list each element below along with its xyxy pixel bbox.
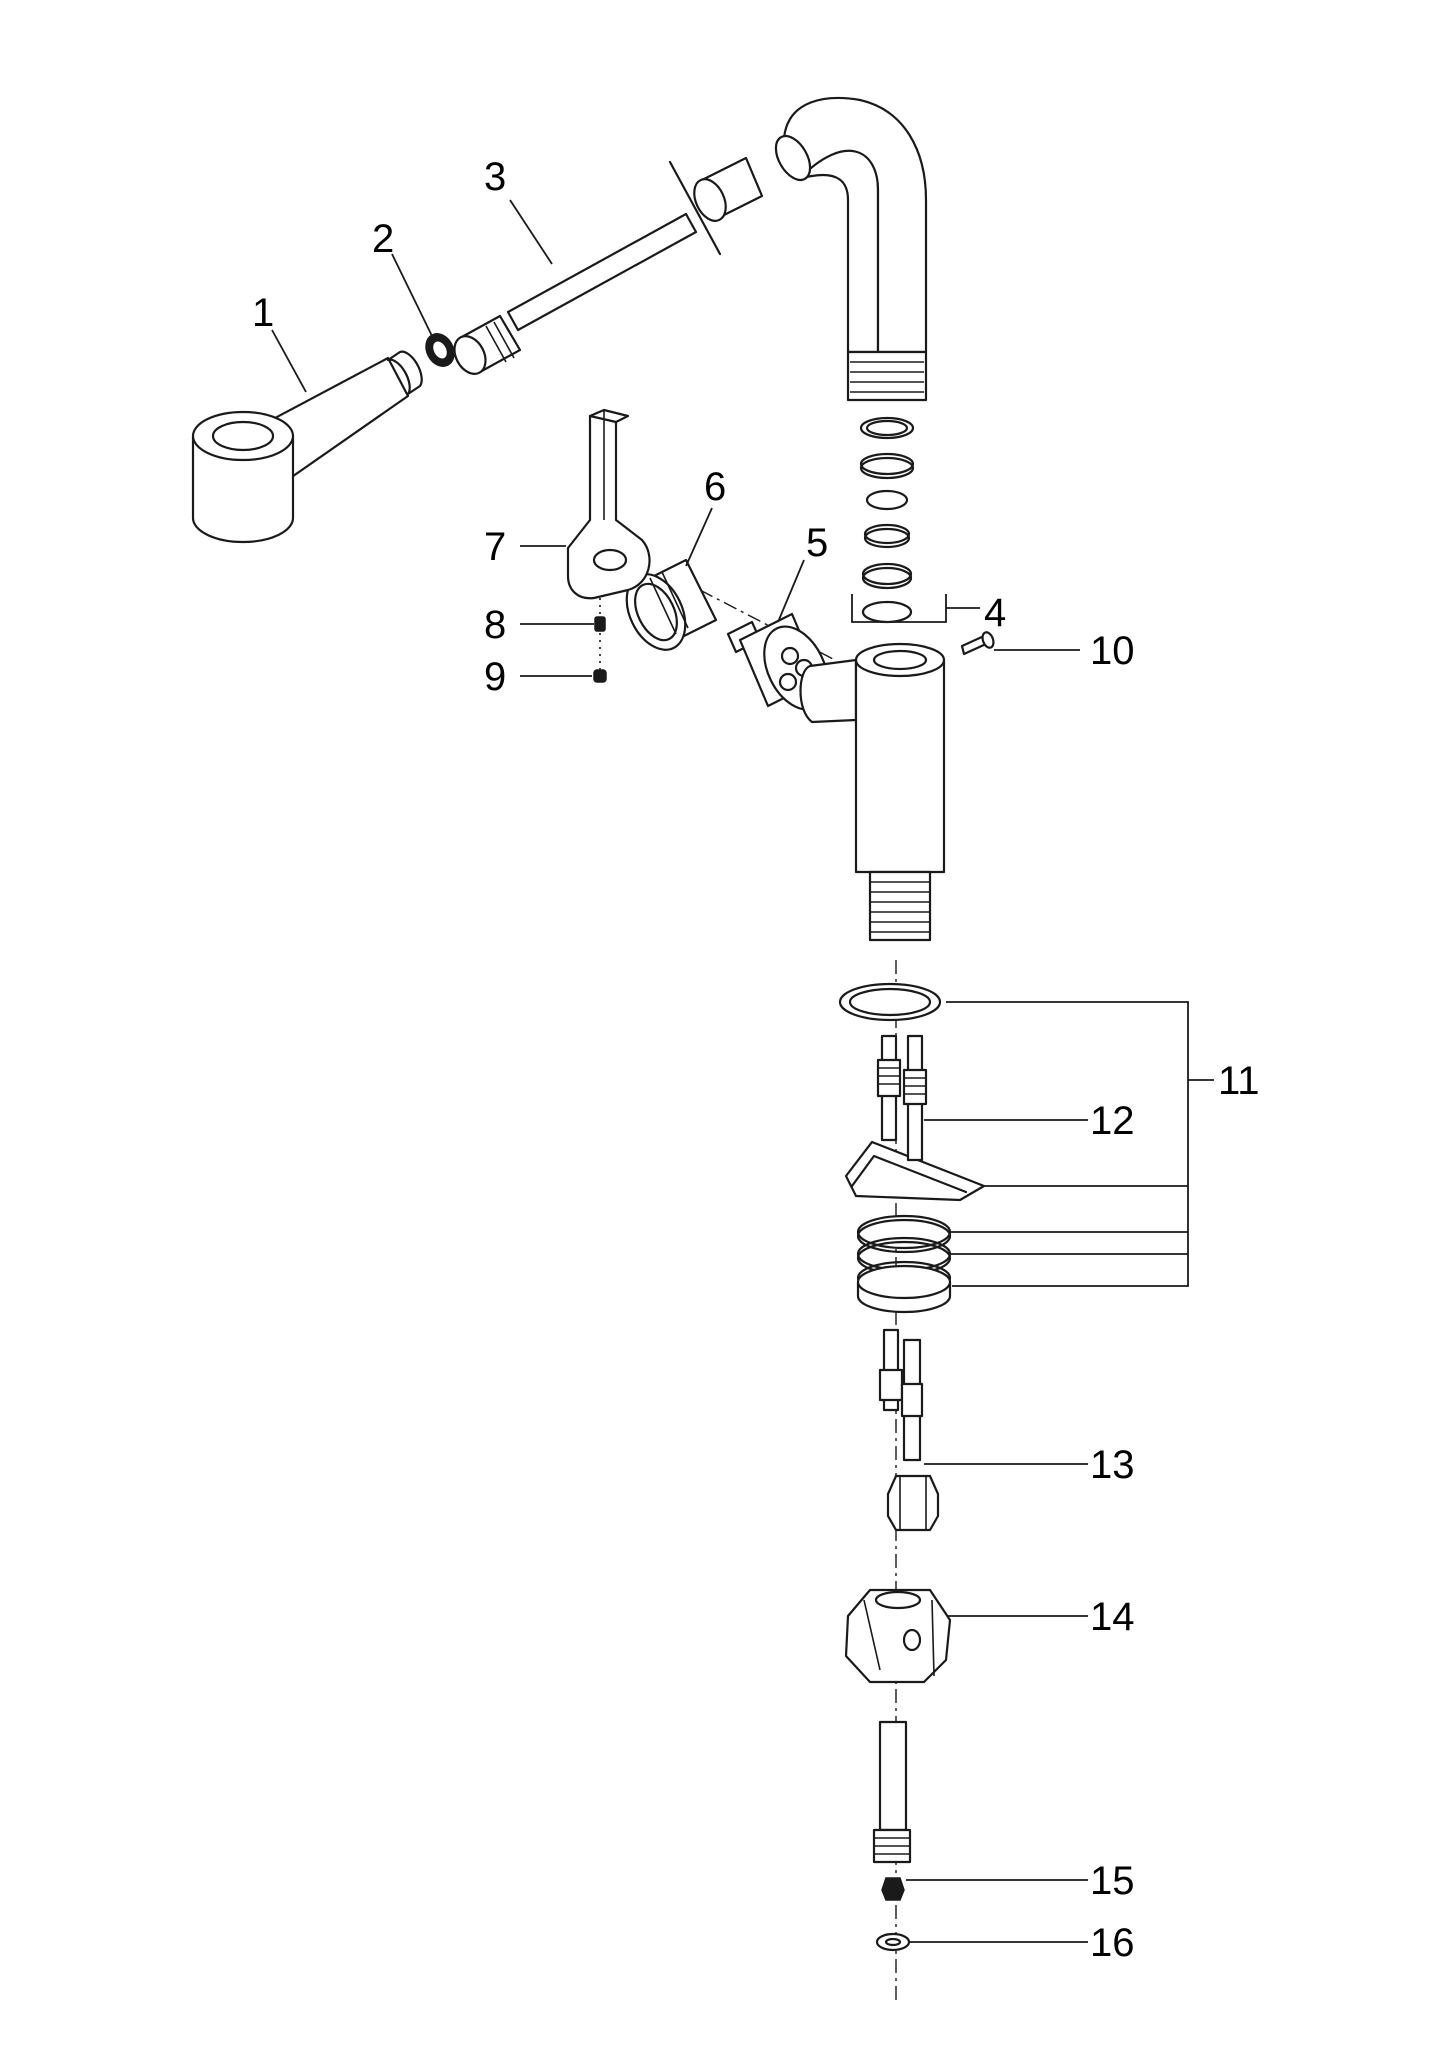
part-15-nut (872, 1720, 912, 1901)
part-14-anchor-nut (844, 1588, 952, 1684)
part-12-supply-hoses (876, 1034, 928, 1162)
part-2-aerator-nut (425, 333, 455, 367)
callout-3: 3 (484, 155, 506, 199)
part-11-mounting-set (838, 982, 1189, 1314)
callout-11: 11 (1218, 1059, 1260, 1103)
part-4-spout (668, 96, 947, 624)
part-5-cartridge (726, 612, 829, 711)
callout-13: 13 (1090, 1443, 1135, 1487)
callout-1: 1 (252, 291, 274, 335)
faucet-body (799, 642, 946, 942)
part-16-washer (875, 1932, 911, 1952)
part-10-screw (960, 631, 995, 656)
part-6-cover-ring (625, 558, 718, 651)
callout-12: 12 (1090, 1099, 1135, 1143)
part-13-supply-hoses (878, 1328, 940, 1532)
part-7-lever (566, 408, 651, 600)
callout-4: 4 (984, 591, 1006, 635)
callout-7: 7 (484, 525, 506, 569)
part-3-hose (453, 212, 698, 375)
callout-5: 5 (806, 521, 828, 565)
callout-9: 9 (484, 655, 506, 699)
part-8-grub-screw (594, 616, 606, 632)
leader-2 (391, 253, 433, 337)
leader-3 (509, 199, 553, 265)
callout-10: 10 (1090, 629, 1135, 673)
callout-6: 6 (704, 465, 726, 509)
leader-6 (685, 507, 713, 567)
callout-15: 15 (1090, 1859, 1135, 1903)
callout-2: 2 (372, 217, 394, 261)
leader-5 (777, 559, 805, 623)
callout-14: 14 (1090, 1595, 1135, 1639)
leader-1 (271, 329, 307, 393)
callout-8: 8 (484, 603, 506, 647)
part-1-spray-handle (191, 350, 423, 544)
callout-16: 16 (1090, 1921, 1135, 1965)
